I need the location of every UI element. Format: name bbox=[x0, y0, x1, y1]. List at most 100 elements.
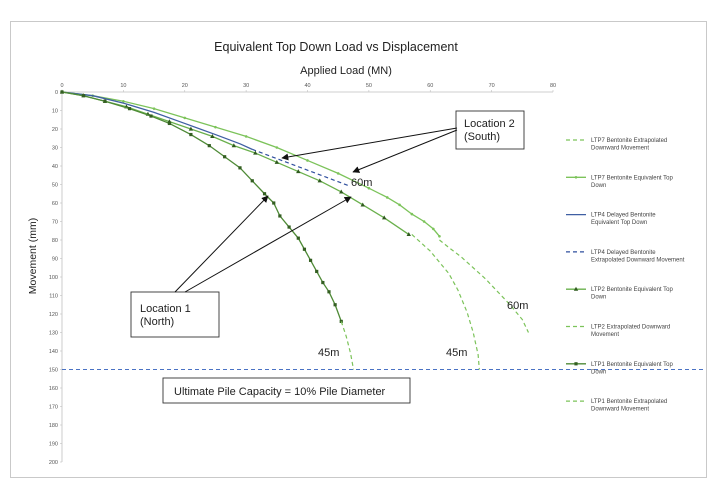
data-point bbox=[188, 126, 194, 131]
data-point bbox=[406, 232, 411, 237]
data-point bbox=[122, 99, 125, 103]
data-point bbox=[238, 166, 242, 170]
location-2-arrow bbox=[281, 127, 458, 161]
data-point bbox=[410, 212, 414, 216]
legend-label-line: Downward Movement bbox=[591, 146, 649, 152]
location-1-sublabel: (North) bbox=[140, 316, 174, 328]
data-point bbox=[274, 159, 280, 164]
data-point bbox=[574, 176, 578, 179]
capacity-label: Ultimate Pile Capacity = 10% Pile Diamet… bbox=[174, 386, 386, 398]
y-tick-label: 30 bbox=[52, 146, 58, 152]
x-tick-label: 50 bbox=[366, 83, 372, 89]
series-group bbox=[59, 89, 529, 370]
legend-label-line: LTP7 Bentonite Extrapolated bbox=[591, 138, 667, 144]
series-line bbox=[61, 91, 342, 322]
y-tick-label: 90 bbox=[52, 257, 58, 263]
legend-label-line: LTP1 Bentonite Equivalent Top bbox=[591, 362, 673, 368]
x-tick-label: 10 bbox=[120, 83, 126, 89]
location-2-box bbox=[455, 110, 525, 150]
x-tick-label: 80 bbox=[550, 83, 556, 89]
y-tick-label: 160 bbox=[49, 386, 58, 392]
y-tick-label: 170 bbox=[49, 405, 58, 411]
legend-label-line: LTP2 Extrapolated Downward bbox=[591, 325, 670, 331]
data-point bbox=[296, 169, 301, 174]
x-axis-label: Applied Load (MN) bbox=[300, 65, 392, 77]
data-point bbox=[333, 303, 337, 307]
data-point bbox=[214, 125, 217, 129]
data-point bbox=[306, 159, 309, 162]
data-point bbox=[336, 172, 340, 175]
location-2-sublabel: (South) bbox=[464, 131, 500, 143]
y-tick-label: 20 bbox=[52, 127, 58, 133]
data-point bbox=[253, 150, 258, 155]
series-5 bbox=[411, 234, 480, 370]
location-1-arrow bbox=[174, 195, 269, 293]
data-point bbox=[422, 220, 426, 223]
series-line bbox=[61, 91, 253, 150]
data-point bbox=[339, 319, 343, 323]
data-point bbox=[573, 286, 579, 291]
series-line bbox=[61, 91, 440, 237]
data-point bbox=[152, 107, 156, 110]
data-point bbox=[278, 214, 282, 218]
y-tick-label: 130 bbox=[49, 331, 58, 337]
x-tick-label: 30 bbox=[243, 83, 249, 89]
legend-label-line: LTP2 Bentonite Equivalent Top bbox=[591, 287, 673, 293]
series-line bbox=[61, 91, 410, 235]
data-point bbox=[367, 186, 371, 190]
legend-label-line: Down bbox=[591, 369, 606, 375]
data-point bbox=[360, 202, 365, 207]
series-7 bbox=[340, 321, 355, 370]
data-point bbox=[149, 114, 153, 118]
annotations: Location 2(South)Location 1(North)60m60m… bbox=[130, 110, 528, 404]
y-tick-label: 80 bbox=[52, 238, 58, 244]
y-tick-label: 200 bbox=[49, 460, 58, 466]
legend-label-line: Extrapolated Downward Movement bbox=[591, 257, 685, 263]
data-point bbox=[296, 236, 300, 240]
data-point bbox=[250, 179, 254, 183]
y-tick-label: 190 bbox=[49, 442, 58, 448]
y-tick-label: 180 bbox=[49, 423, 58, 429]
legend-label-line: LTP1 Bentonite Extrapolated bbox=[591, 399, 667, 405]
data-point bbox=[103, 99, 107, 103]
data-point bbox=[327, 290, 331, 294]
series-line bbox=[439, 239, 529, 333]
data-point bbox=[262, 192, 267, 196]
data-point bbox=[272, 201, 276, 205]
series-0 bbox=[439, 239, 529, 333]
series-3 bbox=[252, 148, 351, 187]
x-tick-label: 0 bbox=[60, 83, 63, 89]
location-1-label: Location 1 bbox=[140, 303, 191, 315]
data-point bbox=[287, 225, 291, 229]
data-point bbox=[308, 258, 313, 262]
data-point bbox=[317, 178, 322, 183]
depth-label-45m: 45m bbox=[446, 347, 467, 359]
data-point bbox=[438, 235, 441, 238]
y-tick-label: 70 bbox=[52, 220, 58, 226]
data-point bbox=[223, 155, 227, 159]
y-tick-label: 60 bbox=[52, 201, 58, 207]
chart-title: Equivalent Top Down Load vs Displacement bbox=[214, 40, 458, 54]
data-point bbox=[302, 247, 307, 251]
x-tick-label: 20 bbox=[182, 83, 188, 89]
data-point bbox=[432, 227, 435, 231]
data-point bbox=[127, 107, 132, 111]
data-point bbox=[244, 135, 248, 138]
y-tick-label: 50 bbox=[52, 183, 58, 189]
legend-label-line: LTP4 Delayed Bentonite bbox=[591, 250, 656, 256]
legend-label-line: Down bbox=[591, 183, 606, 189]
y-tick-label: 10 bbox=[52, 109, 58, 115]
data-point bbox=[398, 203, 401, 207]
data-point bbox=[275, 146, 279, 149]
series-4 bbox=[59, 89, 411, 237]
y-tick-label: 120 bbox=[49, 312, 58, 318]
series-2 bbox=[61, 91, 253, 150]
data-point bbox=[385, 196, 389, 199]
